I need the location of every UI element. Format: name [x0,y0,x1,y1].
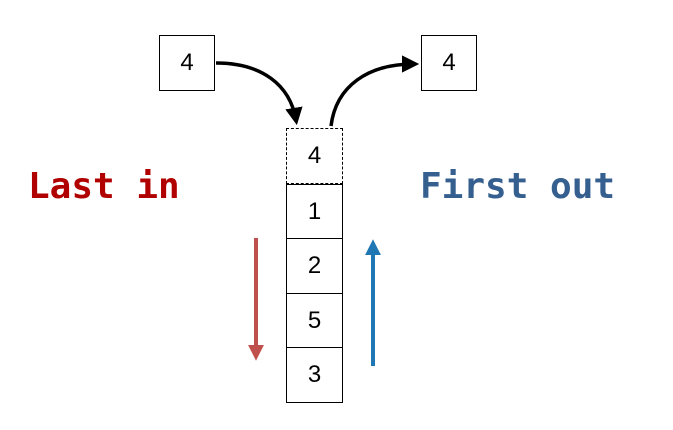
stack-cell-value: 3 [307,361,322,388]
stack-top-slot-value: 4 [307,142,322,169]
enter-curved-arrow-icon [215,61,303,126]
outgoing-item-box: 4 [421,35,477,91]
exit-curved-arrow-icon [329,55,420,127]
first-out-label: First out [420,166,616,207]
outgoing-item-value: 4 [442,49,456,76]
stack-cell: 5 [286,293,343,349]
stack-cell: 1 [286,184,343,240]
stack-cell-value: 2 [307,252,322,279]
stack-cell: 2 [286,238,343,294]
incoming-item-value: 4 [180,49,194,76]
stack-cell-value: 5 [307,307,322,334]
last-in-label: Last in [28,166,180,207]
stack-cell-value: 1 [307,198,322,225]
incoming-item-box: 4 [159,35,215,91]
stack-top-slot: 4 [286,128,343,184]
stack-cell: 3 [286,347,343,403]
